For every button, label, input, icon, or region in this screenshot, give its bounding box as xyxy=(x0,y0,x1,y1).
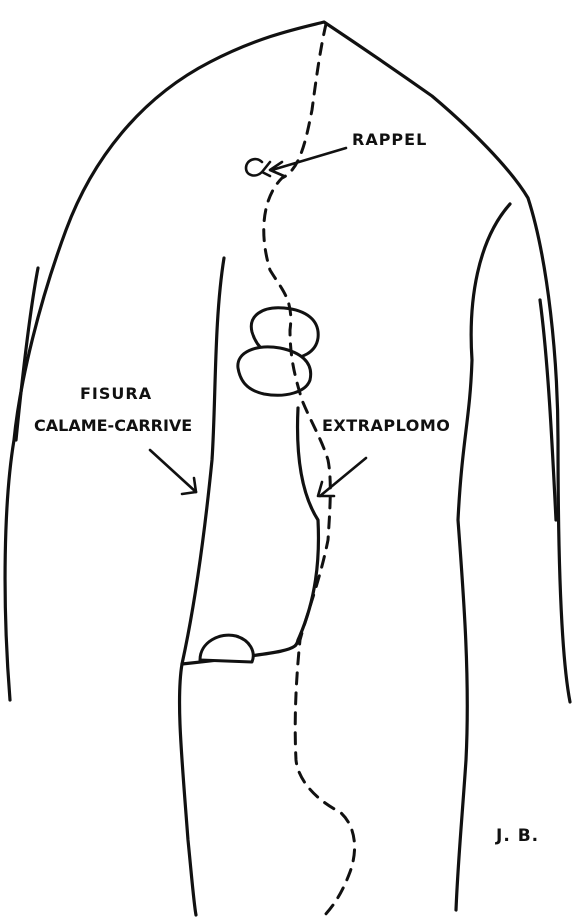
rappel-label: RAPPEL xyxy=(352,132,427,148)
rappel-anchor-icon xyxy=(246,159,270,176)
left-face-line xyxy=(16,268,38,440)
extraplomo-arrow-shaft xyxy=(320,458,366,496)
fisura-label-line2: CALAME-CARRIVE xyxy=(34,418,192,434)
chockstone-base xyxy=(200,635,253,662)
extraplomo-label: EXTRAPLOMO xyxy=(322,418,450,434)
author-initials: J. B. xyxy=(496,828,539,845)
pillar-left-edge xyxy=(180,258,224,915)
rappel-arrow-shaft xyxy=(272,148,346,170)
fisura-label-line1: FISURA xyxy=(80,386,152,402)
right-ridge xyxy=(456,204,510,910)
fisura-arrow-shaft xyxy=(150,450,196,492)
